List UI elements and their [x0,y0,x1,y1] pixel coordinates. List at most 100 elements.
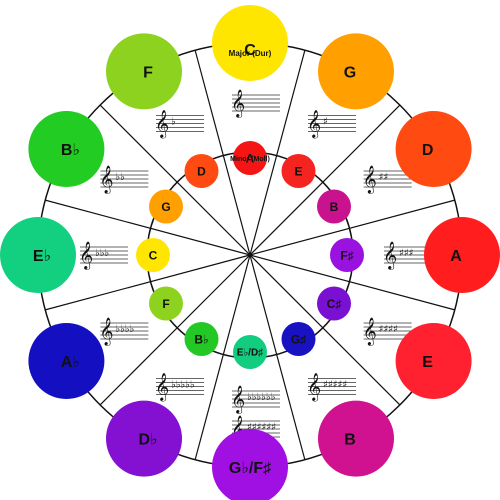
key-signature: 𝄞♯ [307,109,356,138]
major-key: E [395,323,472,399]
segment-line [45,199,251,256]
treble-clef-icon: 𝄞 [155,373,169,402]
major-key-label: F [143,64,153,81]
major-key-circle [212,429,288,500]
minor-key-label: E♭/D♯ [237,348,263,359]
major-key: F [106,33,182,110]
key-signature: 𝄞♯♯♯♯♯ [307,373,356,402]
major-key: B [318,400,394,477]
accidentals: ♯♯♯♯♯ [323,380,347,391]
minor-key-label: F♯ [340,248,353,262]
minor-key-circle [330,238,364,272]
segment-line [249,254,306,460]
minor-key-circle [317,286,352,321]
accidentals: ♯♯♯♯ [379,324,398,335]
segment-line [249,104,401,256]
major-key: D♭ [106,400,182,477]
major-key-label: E [422,354,433,371]
key-signature: 𝄞♯♯ [363,165,412,194]
major-key: D [395,111,472,187]
treble-clef-icon: 𝄞 [231,385,245,414]
minor-key: E♭/D♯ [233,335,267,369]
accidentals: ♯♯♯ [399,248,414,259]
key-signature: 𝄞 [231,89,280,118]
major-key: B♭ [28,111,105,187]
major-key: A♭ [28,323,105,399]
minor-key: F [148,286,183,321]
segment-line [249,254,401,406]
minor-key: B [317,189,352,224]
segment-line [99,104,251,256]
minor-key: B♭ [184,322,219,357]
treble-clef-icon: 𝄞 [99,317,113,346]
segment-line [249,254,455,311]
segment-line [249,199,455,256]
minor-key-circle [184,322,219,357]
major-key: E♭ [0,217,76,293]
treble-clef-icon: 𝄞 [363,317,377,346]
major-key-label: B [344,432,356,449]
accidentals: ♭♭♭♭ [115,324,134,335]
minor-key-label: G [161,200,170,214]
minor-key: A [233,141,267,175]
major-key-circle [318,400,394,477]
accidentals: ♯ [323,116,328,127]
minor-key-circle [281,322,316,357]
major-key-circle [212,5,288,81]
accidentals: ♭♭♭♭♭♭ [247,392,276,403]
major-key-circle [106,33,182,110]
key-signature: 𝄞♭♭♭♭♭ [155,373,204,402]
segment-lines [45,50,455,460]
segment-line [249,50,306,256]
major-key-label: G [344,64,356,81]
minor-key-circle [233,335,267,369]
major-key-label: A [450,248,462,265]
segment-line [99,254,251,406]
major-key-circle [395,111,472,187]
major-heading: Major (Dur) [229,49,272,58]
key-signatures: 𝄞𝄞♯𝄞♯♯𝄞♯♯♯𝄞♯♯♯♯𝄞♯♯♯♯♯𝄞♭♭♭♭♭♭𝄞♭♭♭♭♭𝄞♭♭♭♭𝄞… [79,89,432,444]
major-key: A [424,217,500,293]
key-signature: 𝄞♭♭ [99,165,149,194]
minor-key-circle [184,153,219,188]
major-key-circle [424,217,500,293]
segment-line [194,254,251,460]
major-key-label: A♭ [61,354,80,371]
accidentals: ♭♭♭ [95,248,109,259]
minor-key-circle [233,141,267,175]
minor-key-circle [281,153,316,188]
major-key-label: C [244,42,256,59]
minor-key-label: E [294,164,302,178]
treble-clef-icon: 𝄞 [79,241,93,270]
accidentals: ♭ [171,116,176,127]
treble-clef-icon: 𝄞 [99,165,113,194]
key-signature: 𝄞♭ [155,109,204,138]
major-key-circle [318,33,394,110]
major-key-label: D [422,142,434,159]
major-key-circle [28,323,105,399]
minor-key-circle [148,189,183,224]
major-key-circle [395,323,472,399]
minor-key-label: B [330,200,339,214]
minor-key: E [281,153,316,188]
key-signature: 𝄞♭♭♭♭♭♭ [231,385,280,414]
minor-key-circle [148,286,183,321]
minor-key-circle [317,189,352,224]
minor-key-label: C [149,248,158,262]
minor-key-label: B♭ [194,332,208,346]
minor-key: C♯ [317,286,352,321]
accidentals: ♯♯♯♯♯♯ [247,422,276,433]
key-signature: 𝄞♭♭♭♭ [99,317,149,346]
major-key-circle [28,111,105,187]
minor-key: G♯ [281,322,316,357]
key-signature: 𝄞♯♯♯♯ [363,317,412,346]
treble-clef-icon: 𝄞 [307,109,321,138]
major-key-label: E♭ [33,248,51,265]
accidentals: ♭♭♭♭♭ [171,380,195,391]
minor-key: G [148,189,183,224]
accidentals: ♭♭ [115,172,125,183]
